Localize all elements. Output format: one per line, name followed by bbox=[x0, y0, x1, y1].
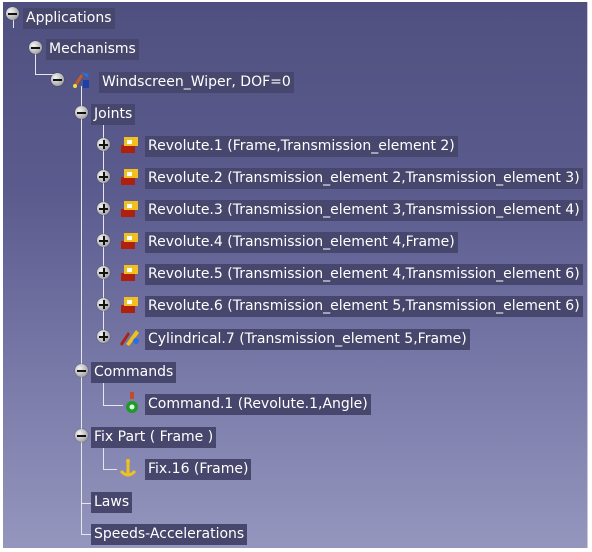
tree-line bbox=[103, 469, 117, 470]
tree-node-command[interactable]: Command.1 (Revolute.1,Angle) bbox=[145, 394, 371, 415]
revolute-joint-icon bbox=[121, 265, 138, 281]
tree-node-label: Mechanisms bbox=[46, 39, 139, 60]
tree-node-joint[interactable]: Revolute.1 (Frame,Transmission_element 2… bbox=[145, 136, 458, 157]
tree-node-mechanism[interactable]: Windscreen_Wiper, DOF=0 bbox=[99, 72, 294, 93]
tree-node-fix[interactable]: Fix.16 (Frame) bbox=[145, 459, 252, 480]
tree-line bbox=[103, 120, 104, 340]
tree-node-joint[interactable]: Revolute.3 (Transmission_element 3,Trans… bbox=[145, 200, 583, 221]
tree-node-label: Revolute.4 (Transmission_element 4,Frame… bbox=[145, 232, 458, 253]
tree-line bbox=[103, 444, 104, 469]
tree-node-label: Windscreen_Wiper, DOF=0 bbox=[99, 72, 294, 93]
revolute-joint-icon bbox=[121, 297, 138, 313]
collapse-icon[interactable] bbox=[75, 364, 88, 377]
tree-node-label: Command.1 (Revolute.1,Angle) bbox=[145, 394, 371, 415]
expand-icon[interactable] bbox=[97, 330, 110, 343]
expand-icon[interactable] bbox=[97, 138, 110, 151]
expand-icon[interactable] bbox=[97, 266, 110, 279]
tree-node-label: Speeds-Accelerations bbox=[91, 524, 248, 545]
tree-node-label: Revolute.1 (Frame,Transmission_element 2… bbox=[145, 136, 458, 157]
tree-node-label: Fix Part ( Frame ) bbox=[91, 427, 217, 448]
collapse-icon[interactable] bbox=[29, 41, 42, 54]
tree-line bbox=[81, 86, 82, 534]
tree-node-label: Applications bbox=[23, 8, 115, 29]
revolute-joint-icon bbox=[121, 169, 138, 185]
tree-node-label: Revolute.6 (Transmission_element 5,Trans… bbox=[145, 296, 583, 317]
tree-node-joint[interactable]: Revolute.2 (Transmission_element 2,Trans… bbox=[145, 168, 583, 189]
tree-line bbox=[35, 74, 55, 75]
expand-icon[interactable] bbox=[97, 234, 110, 247]
collapse-icon[interactable] bbox=[6, 7, 19, 20]
tree-node-fix-part[interactable]: Fix Part ( Frame ) bbox=[91, 427, 217, 448]
tree-line bbox=[103, 380, 104, 405]
tree-node-label: Commands bbox=[91, 362, 177, 383]
revolute-joint-icon bbox=[121, 233, 138, 249]
tree-node-mechanisms[interactable]: Mechanisms bbox=[46, 39, 139, 60]
collapse-icon[interactable] bbox=[51, 73, 64, 86]
collapse-icon[interactable] bbox=[75, 429, 88, 442]
expand-icon[interactable] bbox=[97, 202, 110, 215]
tree-node-label: Revolute.5 (Transmission_element 4,Trans… bbox=[145, 264, 583, 285]
tree-node-label: Fix.16 (Frame) bbox=[145, 459, 252, 480]
tree-node-applications[interactable]: Applications bbox=[23, 8, 115, 29]
tree-node-label: Joints bbox=[91, 104, 136, 125]
tree-node-joint[interactable]: Cylindrical.7 (Transmission_element 5,Fr… bbox=[145, 329, 470, 350]
command-icon bbox=[126, 392, 138, 413]
tree-node-speeds-accelerations[interactable]: Speeds-Accelerations bbox=[91, 524, 248, 545]
tree-node-label: Laws bbox=[91, 492, 133, 513]
tree-node-joint[interactable]: Revolute.5 (Transmission_element 4,Trans… bbox=[145, 264, 583, 285]
revolute-joint-icon bbox=[121, 137, 138, 153]
tree-line bbox=[81, 534, 95, 535]
specification-tree-panel: Applications Mechanisms Windscreen_Wiper… bbox=[3, 2, 588, 548]
cylindrical-joint-icon bbox=[120, 330, 139, 346]
revolute-joint-icon bbox=[121, 201, 138, 217]
tree-node-joint[interactable]: Revolute.6 (Transmission_element 5,Trans… bbox=[145, 296, 583, 317]
tree-line bbox=[103, 405, 123, 406]
tree-node-joint[interactable]: Revolute.4 (Transmission_element 4,Frame… bbox=[145, 232, 458, 253]
tree-node-commands[interactable]: Commands bbox=[91, 362, 177, 383]
tree-node-label: Revolute.2 (Transmission_element 2,Trans… bbox=[145, 168, 583, 189]
tree-node-label: Cylindrical.7 (Transmission_element 5,Fr… bbox=[145, 329, 470, 350]
expand-icon[interactable] bbox=[97, 170, 110, 183]
tree-node-joints[interactable]: Joints bbox=[91, 104, 136, 125]
collapse-icon[interactable] bbox=[75, 106, 88, 119]
tree-line bbox=[81, 503, 95, 504]
fix-anchor-icon bbox=[119, 459, 137, 477]
tree-node-label: Revolute.3 (Transmission_element 3,Trans… bbox=[145, 200, 583, 221]
tree-line bbox=[35, 48, 36, 74]
tree-node-laws[interactable]: Laws bbox=[91, 492, 133, 513]
mechanism-icon bbox=[73, 72, 89, 88]
tree-line bbox=[13, 14, 14, 28]
expand-icon[interactable] bbox=[97, 298, 110, 311]
